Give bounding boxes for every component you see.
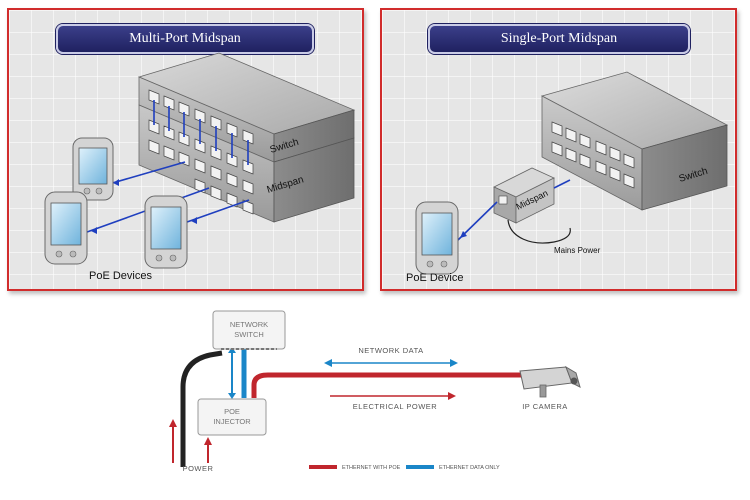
ip-camera-icon [519, 365, 581, 398]
power-cable [180, 350, 223, 467]
poe-injector-diagram: NETWORK SWITCH POE INJECTOR NETWORK DATA… [169, 310, 581, 473]
electrical-power-arrow [330, 392, 456, 400]
legend-poe-label: ETHERNET WITH POE [342, 465, 401, 471]
single-switch [540, 71, 729, 211]
power-up-arrows [169, 419, 212, 463]
multi-port-title: Multi-Port Midspan [56, 24, 314, 54]
single-link-arrow [460, 231, 467, 238]
patch-cables [153, 100, 249, 165]
network-data-arrow [324, 359, 458, 367]
switch-injector-arrow [228, 347, 236, 399]
poe-device-middle [144, 195, 188, 269]
mains-power-label: Mains Power [554, 246, 601, 255]
link-arrows [91, 179, 197, 234]
legend: ETHERNET WITH POE ETHERNET DATA ONLY [309, 465, 500, 471]
poe-injector-box: POE INJECTOR [197, 398, 267, 436]
electrical-power-label: ELECTRICAL POWER [353, 402, 437, 411]
single-port-illustration: Switch Midspan Mains Power PoE Device [406, 71, 729, 284]
network-switch-label-2: SWITCH [234, 330, 264, 339]
network-data-label: NETWORK DATA [358, 346, 423, 355]
single-midspan [493, 167, 555, 224]
single-switch-ports [551, 121, 635, 189]
multi-port-illustration: Switch Midspan [44, 52, 356, 282]
single-poe-device [415, 201, 459, 275]
network-switch-box: NETWORK SWITCH [212, 310, 286, 350]
ip-camera-label: IP CAMERA [522, 402, 568, 411]
network-switch-label-1: NETWORK [230, 320, 268, 329]
poe-injector-label-2: INJECTOR [213, 417, 251, 426]
multi-switch [137, 52, 356, 163]
poe-injector-label-1: POE [224, 407, 240, 416]
poe-device-top [72, 137, 114, 201]
single-port-midspan-panel: Single-Port Midspan [380, 8, 737, 291]
legend-data-label: ETHERNET DATA ONLY [439, 465, 500, 471]
poe-device-left [44, 191, 88, 265]
poe-devices-label: PoE Devices [89, 270, 152, 282]
power-label: POWER [183, 464, 214, 473]
mains-power-cord [507, 219, 571, 244]
multi-ports [148, 89, 254, 215]
poe-cable [251, 372, 530, 398]
poe-device-label: PoE Device [406, 272, 463, 284]
single-port-title: Single-Port Midspan [428, 24, 690, 54]
multi-port-midspan-panel: Multi-Port Midspan [7, 8, 364, 291]
